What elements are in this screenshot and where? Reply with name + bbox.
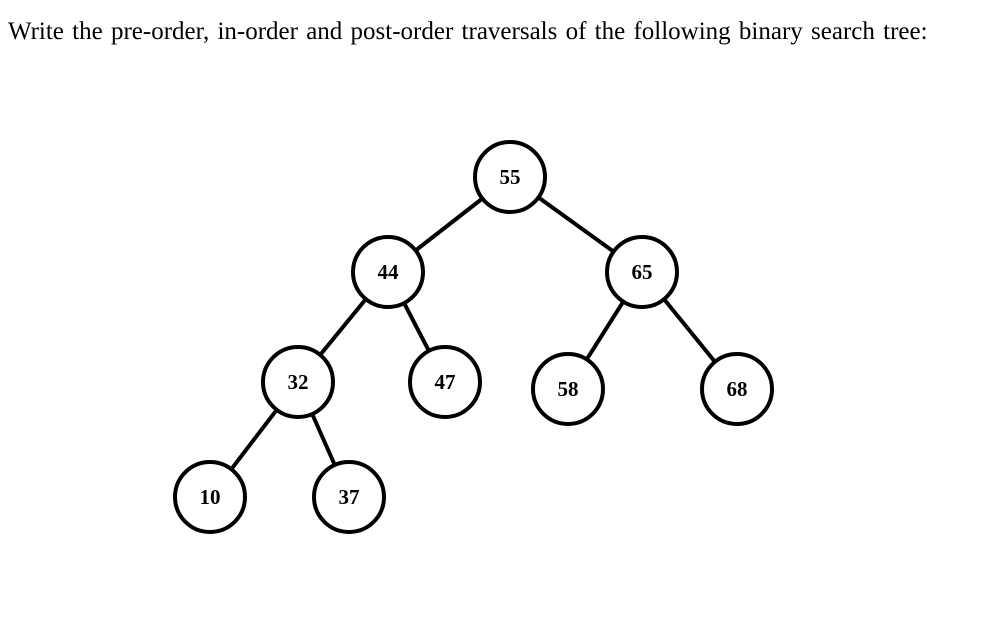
tree-node-label: 44 (378, 260, 400, 284)
tree-node-circle (700, 352, 774, 426)
tree-node: 10 (173, 460, 247, 534)
tree-node-label: 65 (632, 260, 653, 284)
tree-node-circle (605, 235, 679, 309)
tree-edge (310, 412, 337, 467)
tree-node-circle (473, 140, 547, 214)
tree-node: 47 (408, 345, 482, 419)
tree-edge (536, 195, 616, 254)
tree-node: 65 (605, 235, 679, 309)
tree-node-circle (531, 352, 605, 426)
tree-node-label: 47 (435, 370, 456, 394)
tree-node-circle (173, 460, 247, 534)
tree-edge (662, 297, 717, 364)
tree-node: 55 (473, 140, 547, 214)
tree-edge (229, 407, 279, 472)
tree-node: 37 (312, 460, 386, 534)
tree-node-circle (408, 345, 482, 419)
tree-edge (413, 196, 485, 253)
tree-node-label: 10 (200, 485, 221, 509)
tree-edges (229, 195, 717, 472)
tree-node: 68 (700, 352, 774, 426)
tree-node-label: 32 (288, 370, 309, 394)
tree-node-label: 68 (727, 377, 748, 401)
tree-edge (402, 301, 431, 353)
tree-node-label: 58 (558, 377, 579, 401)
tree-edge (318, 297, 368, 357)
tree-node-label: 37 (339, 485, 360, 509)
tree-node-circle (351, 235, 425, 309)
tree-node: 44 (351, 235, 425, 309)
question-text: Write the pre-order, in-order and post-o… (8, 18, 928, 45)
tree-nodes: 55 44 65 32 47 58 68 10 37 (173, 140, 774, 534)
tree-node: 32 (261, 345, 335, 419)
tree-node-circle (312, 460, 386, 534)
tree-node-circle (261, 345, 335, 419)
tree-node-label: 55 (500, 165, 521, 189)
tree-node: 58 (531, 352, 605, 426)
tree-edge (584, 299, 626, 362)
